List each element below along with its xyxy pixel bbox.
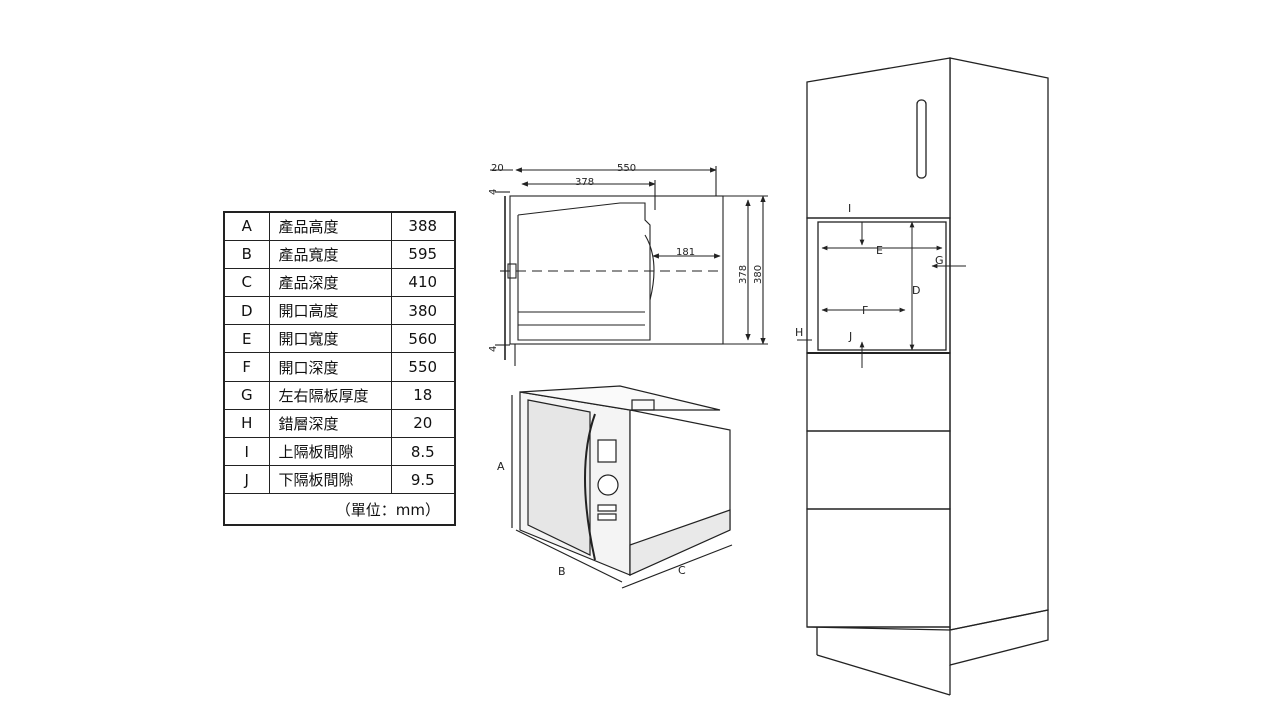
label-f: F	[862, 304, 868, 317]
dim-b-line	[515, 529, 623, 583]
oven-display-panel	[597, 439, 617, 463]
label-g: G	[935, 254, 944, 267]
dim-181-label: 181	[676, 247, 695, 258]
spec-letter-cell: F	[223, 352, 270, 382]
spec-name-cell: 產品寬度	[268, 239, 392, 269]
cabinet-drawer-2	[806, 430, 951, 510]
spec-name-cell: 產品高度	[268, 211, 392, 241]
side-view-labels: 20 550 378 181 378 380 4 4	[488, 163, 764, 352]
cabinet-drawer-3	[806, 508, 951, 628]
dim-550-label: 550	[617, 163, 636, 174]
product-3d-view	[511, 385, 733, 589]
oven-button-2	[597, 513, 617, 521]
cabinet-side-panel	[949, 57, 1049, 631]
spec-name-cell: 開口寬度	[268, 324, 392, 354]
spec-value-cell: 560	[390, 324, 456, 354]
side-view-cavity-outline	[509, 195, 724, 345]
spec-name-cell: 上隔板間隙	[268, 436, 392, 467]
dim-c-line	[621, 544, 733, 589]
dim-4-top-label: 4	[488, 189, 499, 195]
label-h: H	[795, 326, 803, 339]
dim-378-right-label: 378	[738, 265, 749, 284]
side-view-oven-body	[517, 202, 651, 341]
cabinet-view	[797, 57, 1049, 696]
spec-letter-cell: B	[223, 239, 270, 269]
label-a: A	[497, 460, 505, 473]
spec-name-cell: 開口高度	[268, 296, 392, 326]
oven-top-panel	[519, 385, 721, 411]
cabinet-base	[806, 609, 1049, 666]
label-b: B	[558, 565, 566, 578]
oven-door-window	[527, 399, 591, 556]
label-i: I	[848, 202, 851, 215]
oven-side-trim	[629, 509, 731, 576]
spec-value-cell: 9.5	[390, 465, 456, 495]
spec-letter-cell: C	[223, 267, 270, 298]
oven-button-1	[597, 504, 617, 512]
spec-name-cell: 開口深度	[268, 352, 392, 382]
oven-control-knob	[597, 474, 619, 496]
label-d: D	[912, 284, 920, 297]
spec-value-cell: 410	[390, 267, 456, 298]
side-view	[490, 166, 768, 366]
spec-letter-cell: I	[223, 436, 270, 467]
cabinet-labels: I E G D F H J	[795, 202, 944, 343]
dim-378-top-label: 378	[575, 177, 594, 188]
cabinet-door-handle	[916, 99, 927, 179]
oven-top-vent	[631, 399, 655, 411]
unit-note: （單位：mm）	[223, 493, 456, 526]
oven-door-handle	[584, 413, 596, 561]
spec-name-cell: 下隔板間隙	[268, 465, 392, 495]
cabinet-upper-door	[806, 57, 951, 219]
spec-value-cell: 18	[390, 380, 456, 410]
spec-letter-cell: E	[223, 324, 270, 354]
spec-unit-row: （單位：mm）	[223, 493, 456, 526]
label-j: J	[848, 330, 852, 343]
product-3d-labels: A B C	[497, 460, 686, 578]
dim-20-label: 20	[491, 163, 504, 174]
spec-letter-cell: J	[223, 465, 270, 495]
spec-value-cell: 20	[390, 408, 456, 439]
side-view-vent-curve	[644, 234, 655, 301]
cabinet-drawer-1	[806, 352, 951, 432]
dim-4-bottom-label: 4	[488, 346, 499, 352]
dim-380-right-label: 380	[753, 265, 764, 284]
cabinet-opening	[806, 217, 951, 354]
spec-name-cell: 左右隔板厚度	[268, 380, 392, 410]
spec-name-cell: 產品深度	[268, 267, 392, 298]
cabinet-base-bottom	[816, 654, 951, 696]
spec-value-cell: 380	[390, 296, 456, 326]
label-c: C	[678, 564, 686, 577]
cabinet-opening-inner	[817, 221, 947, 351]
label-e: E	[876, 244, 883, 257]
